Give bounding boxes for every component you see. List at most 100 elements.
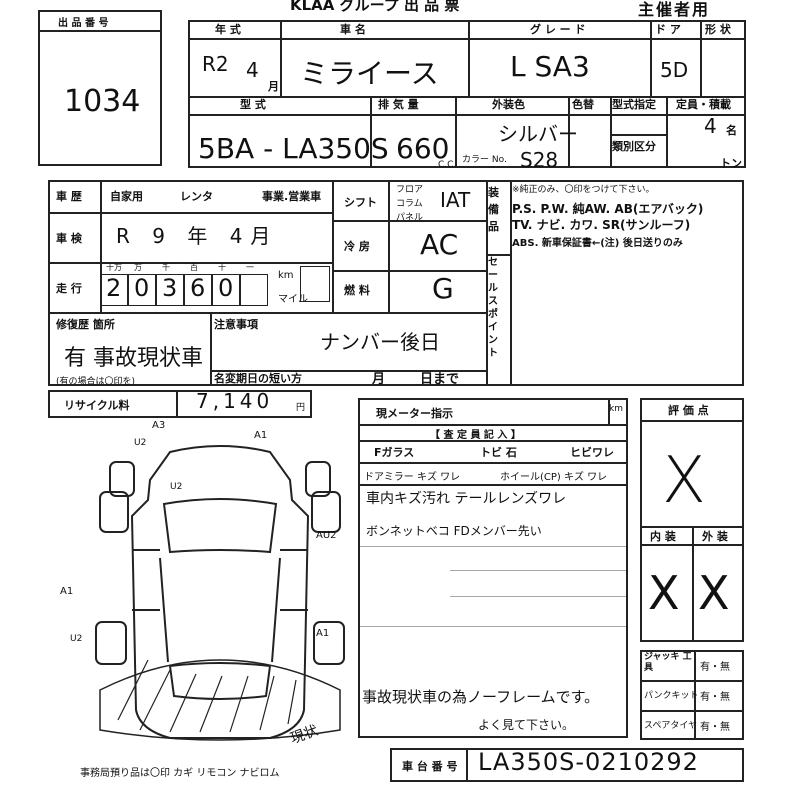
equipment-line-2: TV. ナビ. カワ. SR(サンルーフ) — [512, 218, 691, 232]
name-label: 車 名 — [340, 23, 366, 36]
car-damage-diagram — [95, 445, 345, 741]
jack-choice[interactable]: 有・無 — [700, 662, 730, 673]
remarks-label: 注意事項 — [214, 318, 258, 331]
sales-point-label: セールスポイント — [488, 257, 498, 359]
mileage-digit-4: 0 — [218, 274, 234, 302]
mileage-unit-5: 一 — [246, 263, 254, 272]
capacity-unit: 名 — [726, 124, 737, 137]
front-glass-label: Fガラス — [374, 446, 415, 459]
spare-tire-choice[interactable]: 有・無 — [700, 722, 730, 733]
shift-value: IAT — [440, 188, 471, 212]
interior-label: 内 装 — [650, 530, 676, 543]
mileage-digit-1: 0 — [134, 274, 150, 302]
month-unit: 月 — [268, 80, 279, 93]
shape-label: 形 状 — [705, 23, 731, 36]
damage-code-a1-right: A1 — [316, 628, 330, 639]
mileage-unit-1: 万 — [134, 263, 142, 272]
crack-label: ヒビワレ — [570, 446, 614, 459]
history-label: 車 歴 — [56, 190, 82, 203]
displacement-value: 660 — [396, 132, 450, 165]
repair-value: 有 事故現状車 — [64, 346, 203, 371]
interior-score: X — [648, 566, 680, 620]
recycle-value: 7,140 — [196, 389, 274, 413]
remarks-value: ナンバー後日 — [320, 330, 440, 354]
color-change-label: 色替 — [572, 98, 594, 111]
ac-label: 冷 房 — [344, 240, 370, 253]
chassis-number: LA350S-0210292 — [478, 748, 699, 776]
form-title: KLAA グループ 出 品 票 — [290, 0, 460, 14]
chip-label: トビ 石 — [480, 446, 517, 459]
mileage-unit-4: 十 — [218, 263, 226, 272]
mileage-cell-0 — [100, 274, 128, 306]
shift-panel: パネル — [396, 213, 424, 223]
door-mirror-label: ドアミラー キズ ワレ — [364, 472, 461, 483]
exterior-label: 外 装 — [702, 530, 728, 543]
year-era: R2 — [202, 52, 229, 76]
puncture-kit-choice[interactable]: 有・無 — [700, 692, 730, 703]
lot-number-box: 出 品 番 号 1034 — [38, 10, 162, 166]
inspection-note-3: 事故現状車の為ノーフレームです。 — [362, 688, 600, 706]
mileage-unit-0: 十万 — [106, 263, 122, 272]
inspection-value: R 9 年 4月 — [116, 224, 279, 248]
meter-label: 現メーター指示 — [376, 407, 453, 420]
inspection-note-4: よく見て下さい。 — [478, 718, 575, 732]
damage-code-a1-left: A1 — [60, 586, 74, 597]
lot-number-label: 出 品 番 号 — [58, 18, 109, 29]
color-number: S28 — [520, 148, 559, 172]
equipment-note: ※純正のみ、〇印をつけて下さい。 — [512, 185, 655, 195]
ton-unit: トン — [720, 157, 742, 170]
damage-code-u2-top: U2 — [134, 438, 147, 448]
score-value: X — [662, 444, 706, 518]
category-label: 類別区分 — [612, 140, 656, 153]
mileage-unit-3: 百 — [190, 263, 198, 272]
cc-unit: C.C. — [438, 160, 457, 170]
door-count: 5D — [660, 58, 689, 82]
door-label: ド ア — [655, 23, 681, 36]
mile-unit: マイル — [278, 294, 308, 305]
equipment-line-1: P.S. P.W. 純AW. AB(エアバック) — [512, 202, 704, 216]
copy-label: 主催者用 — [638, 0, 711, 19]
business-use: 事業.営業車 — [262, 190, 322, 203]
chassis-label: 車 台 番 号 — [402, 760, 458, 773]
mile-check-box[interactable] — [300, 266, 330, 302]
inspection-note-1: 車内キズ汚れ テールレンズワレ — [366, 491, 567, 507]
meter-unit: km — [609, 404, 623, 414]
wheel-label: ホイール(CP) キズ ワレ — [500, 472, 608, 483]
inspection-title: 【 査 定 員 記 入 】 — [430, 430, 521, 441]
damage-code-a3: A3 — [152, 420, 166, 431]
mileage-digit-3: 6 — [190, 274, 206, 302]
displacement-label: 排 気 量 — [378, 98, 419, 111]
repair-label: 修復歴 箇所 — [56, 318, 115, 331]
puncture-kit-label: パンクキット — [644, 691, 699, 701]
damage-code-u2-mid: U2 — [170, 482, 183, 492]
damage-code-au2: AU2 — [316, 530, 337, 541]
capacity-value: 4 — [704, 114, 717, 138]
mileage-cell-2 — [156, 274, 184, 306]
history-block — [48, 180, 744, 386]
recycle-unit: 円 — [296, 403, 306, 413]
year-label: 年 式 — [215, 23, 241, 36]
equipment-line-3: ABS. 新車保証書←(注) 後日送りのみ — [512, 238, 683, 249]
fuel-value: G — [432, 272, 454, 305]
jack-box — [640, 650, 744, 740]
equipment-label: 装 備 品 — [488, 186, 499, 233]
km-unit: km — [278, 270, 294, 281]
damage-code-u2-left: U2 — [70, 634, 83, 644]
color-label: 外装色 — [492, 98, 525, 111]
model-label: 型 式 — [240, 98, 266, 111]
mileage-digit-2: 3 — [162, 274, 178, 302]
rental: レンタ — [180, 190, 213, 203]
chassis-box — [390, 748, 744, 782]
inspection-note-2: ボンネットベコ FDメンバー先い — [366, 524, 542, 538]
mileage-cell-5 — [240, 274, 268, 306]
color-number-label: カラー No. — [462, 155, 507, 165]
shift-floor: フロア — [396, 185, 424, 195]
name-change-label: 名変期日の短い方 — [214, 372, 302, 385]
mileage-digit-0: 2 — [106, 274, 122, 302]
mileage-unit-2: 千 — [162, 263, 170, 272]
exterior-color: シルバー — [498, 122, 578, 146]
day-label: 日まで — [420, 372, 460, 387]
fuel-label: 燃 料 — [344, 284, 370, 297]
recycle-box — [48, 390, 312, 418]
month-label: 月 — [372, 372, 386, 387]
